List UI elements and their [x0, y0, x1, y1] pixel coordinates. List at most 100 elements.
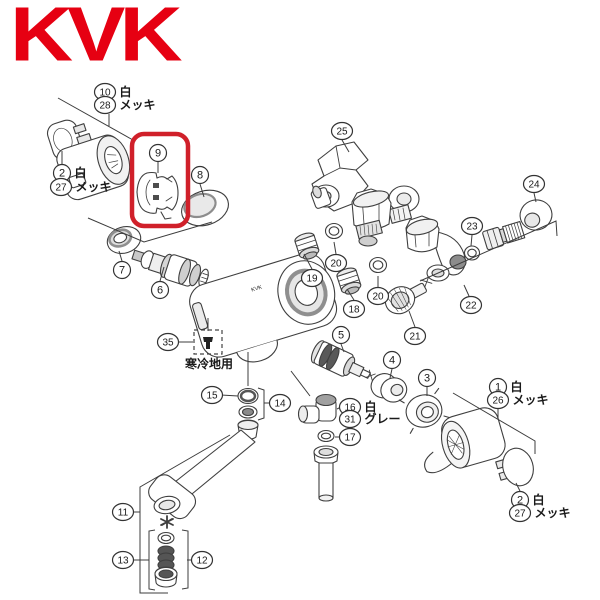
part-crank-right-drawing: [405, 215, 467, 282]
callout-31-finish-label: グレー: [365, 411, 401, 426]
leader-line: [463, 284, 470, 297]
highlight-box-part-9: [129, 131, 191, 229]
leader-line: [257, 387, 265, 421]
callout-20: 20: [324, 253, 348, 273]
callout-27-finish-label: メッキ: [76, 180, 112, 194]
diagram-marks: 寒冷地用 KVK: [129, 131, 264, 371]
svg-text:8: 8: [197, 170, 203, 182]
svg-text:18: 18: [348, 305, 360, 316]
svg-text:11: 11: [118, 508, 129, 519]
part-35-screw-drawing: [203, 337, 213, 349]
callout-10-finish-label: 白: [120, 84, 132, 99]
leader-line: [419, 220, 558, 282]
svg-text:2: 2: [517, 495, 523, 507]
part-1-26-handle-drawing: [424, 407, 534, 487]
callout-9: 9: [148, 143, 168, 163]
callout-11: 11: [111, 502, 135, 522]
leader-line: [333, 241, 337, 255]
leader-line: [515, 482, 521, 492]
svg-text:31: 31: [344, 415, 356, 426]
leader-line: [220, 394, 239, 397]
callout-1-finish-label: 白: [511, 379, 523, 394]
cold-region-dashed-box: [193, 329, 223, 355]
callout-27-finish-label: メッキ: [535, 506, 571, 520]
svg-text:5: 5: [338, 330, 344, 342]
svg-text:24: 24: [528, 180, 540, 191]
svg-text:1: 1: [495, 382, 501, 394]
leader-line: [159, 266, 165, 282]
svg-text:7: 7: [119, 265, 125, 277]
part-crank-left-drawing: [310, 185, 420, 247]
callout-16-finish-label: 白: [365, 399, 377, 414]
svg-text:17: 17: [344, 433, 356, 444]
callout-27: 27 メッキ: [508, 503, 571, 523]
callout-17: 17: [338, 427, 362, 447]
callout-26-finish-label: メッキ: [513, 393, 549, 407]
svg-text:2: 2: [59, 168, 65, 180]
callout-35: 35: [156, 332, 180, 352]
svg-text:12: 12: [196, 556, 208, 567]
part-8-drawing: [181, 189, 229, 227]
leader-line: [303, 253, 313, 270]
part-3-drawing: [398, 387, 451, 434]
leader-line: [408, 310, 416, 328]
part-nipple-drawing: [482, 220, 526, 251]
leader-line: [139, 434, 231, 594]
cold-region-label: 寒冷地用: [184, 356, 233, 371]
svg-text:27: 27: [514, 509, 526, 520]
leader-line: [533, 192, 537, 203]
kvk-logo: KVK: [10, 0, 183, 78]
part-20a-oring-drawing: [324, 222, 344, 240]
leader-line: [346, 288, 355, 301]
leader-line: [87, 217, 213, 243]
callout-23: 23: [460, 216, 484, 236]
svg-text:20: 20: [330, 259, 342, 270]
leader-line: [341, 139, 350, 153]
callout-15: 15: [200, 385, 224, 405]
part-4-drawing: [370, 373, 408, 403]
part-spout-drawing: [148, 387, 259, 588]
body-brand-mark: KVK: [251, 284, 264, 293]
callout-6: 6: [150, 280, 170, 300]
svg-text:22: 22: [465, 301, 477, 312]
part-24-drawing: [519, 199, 553, 231]
callout-25: 25: [330, 121, 354, 141]
svg-text:16: 16: [344, 403, 356, 414]
part-21-drawing: [384, 276, 433, 315]
callout-18: 18: [342, 299, 366, 319]
part-19-drawing: [294, 232, 320, 260]
leader-line: [181, 529, 189, 590]
svg-text:15: 15: [206, 391, 218, 402]
leader-line: [148, 529, 156, 591]
callout-28-finish-label: メッキ: [120, 98, 156, 112]
callout-2-finish-label: 白: [75, 165, 87, 180]
callout-26: 26 メッキ: [486, 390, 549, 410]
part-20b-oring-drawing: [368, 256, 388, 274]
svg-text:25: 25: [336, 127, 348, 138]
callout-24: 24: [522, 174, 546, 194]
svg-text:26: 26: [492, 396, 504, 407]
svg-text:21: 21: [409, 332, 421, 343]
callout-3: 3: [417, 368, 437, 388]
svg-text:20: 20: [372, 292, 384, 303]
callout-12: 12: [190, 550, 214, 570]
svg-text:23: 23: [466, 222, 478, 233]
svg-text:13: 13: [117, 556, 129, 567]
leader-line: [118, 250, 123, 262]
part-18-drawing: [336, 267, 362, 295]
part-9-drawing: [136, 171, 179, 220]
leader-line: [290, 370, 311, 397]
part-16-31-elbow-drawing: [297, 393, 337, 424]
callout-14: 14: [268, 393, 292, 413]
callout-8: 8: [190, 165, 210, 185]
svg-text:3: 3: [424, 373, 430, 385]
svg-text:9: 9: [155, 148, 161, 160]
callout-4: 4: [382, 350, 402, 370]
leader-line: [340, 343, 345, 353]
callout-13: 13: [111, 550, 135, 570]
